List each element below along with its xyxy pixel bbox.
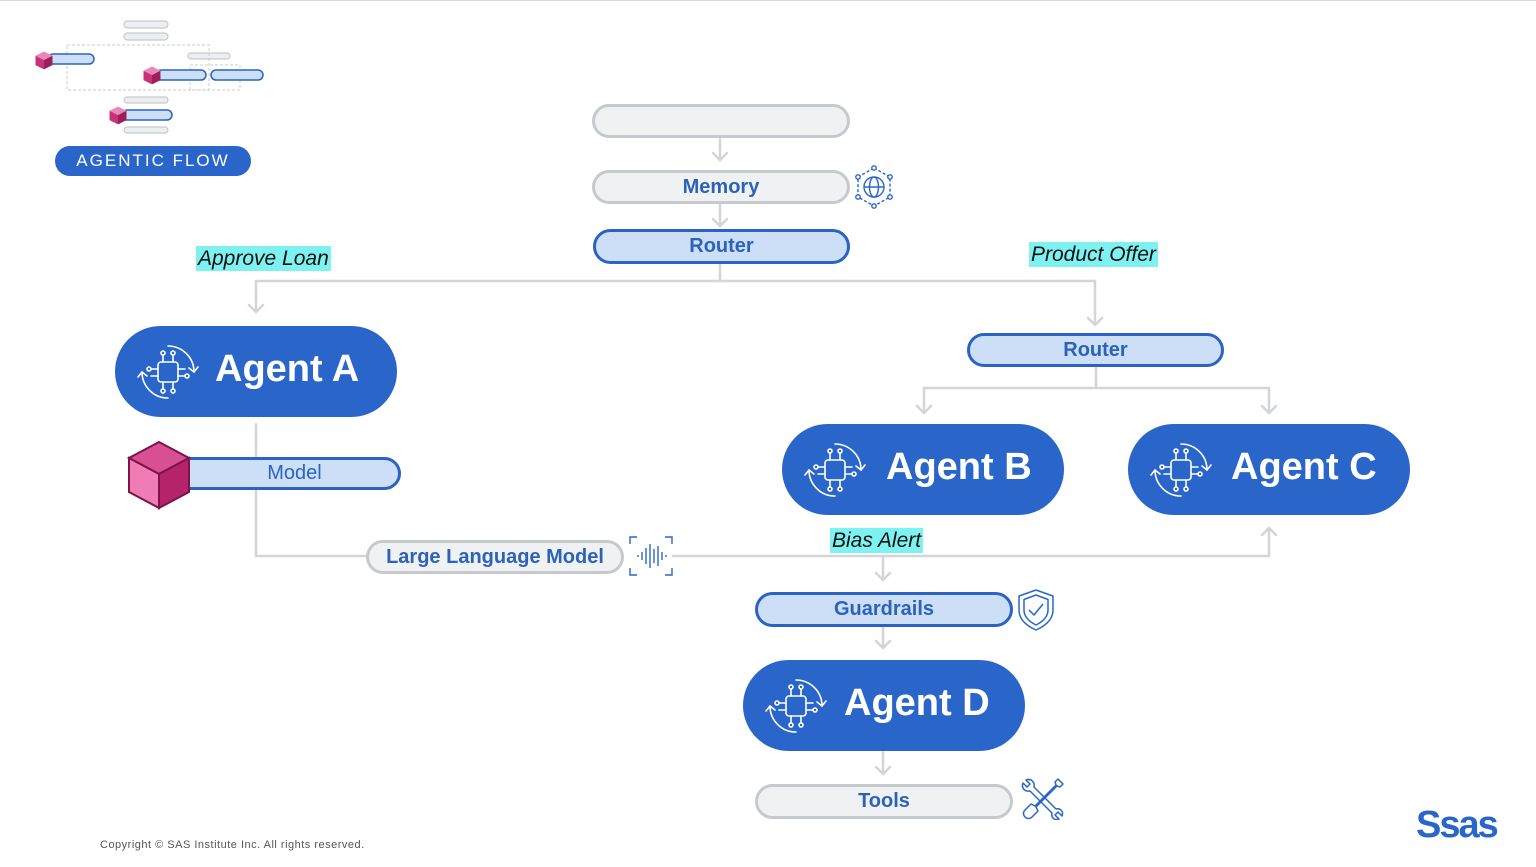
edge-label-product-offer: Product Offer (1029, 242, 1158, 267)
agent-d-node[interactable]: Agent D (743, 660, 1025, 751)
agentic-flow-badge: AGENTIC FLOW (55, 146, 251, 176)
agent-d-label: Agent D (844, 682, 990, 724)
agent-b-node[interactable]: Agent B (782, 424, 1064, 515)
agent-a-node[interactable]: Agent A (115, 326, 397, 417)
sas-logo: Ssas (1416, 804, 1499, 846)
model-node[interactable]: Model (158, 457, 401, 490)
agent-b-label: Agent B (886, 446, 1032, 488)
guardrails-node[interactable]: Guardrails (755, 592, 1013, 627)
router-secondary-node[interactable]: Router (967, 333, 1224, 367)
llm-node[interactable]: Large Language Model (366, 540, 624, 574)
brain-circuit-icon (804, 442, 866, 497)
edge-label-bias-alert: Bias Alert (830, 528, 924, 553)
shield-check-icon (1018, 589, 1054, 631)
brain-circuit-icon (1150, 442, 1212, 497)
edge-label-approve-loan: Approve Loan (196, 246, 331, 271)
cube-icon (127, 440, 191, 510)
tools-node[interactable]: Tools (755, 784, 1013, 819)
brain-circuit-icon (765, 678, 827, 733)
top-divider (0, 0, 1536, 1)
sound-wave-icon (629, 536, 673, 576)
memory-node[interactable]: Memory (592, 170, 850, 204)
brain-circuit-icon (137, 344, 199, 399)
agent-c-label: Agent C (1231, 446, 1377, 488)
agentic-flow-thumbnail (35, 20, 264, 134)
agent-a-label: Agent A (215, 348, 360, 390)
input-node[interactable] (592, 104, 850, 138)
globe-network-icon (855, 165, 893, 209)
agent-c-node[interactable]: Agent C (1128, 424, 1410, 515)
router-main-node[interactable]: Router (593, 229, 850, 264)
wrench-screwdriver-icon (1021, 778, 1064, 820)
copyright-text: Copyright © SAS Institute Inc. All right… (100, 839, 365, 851)
